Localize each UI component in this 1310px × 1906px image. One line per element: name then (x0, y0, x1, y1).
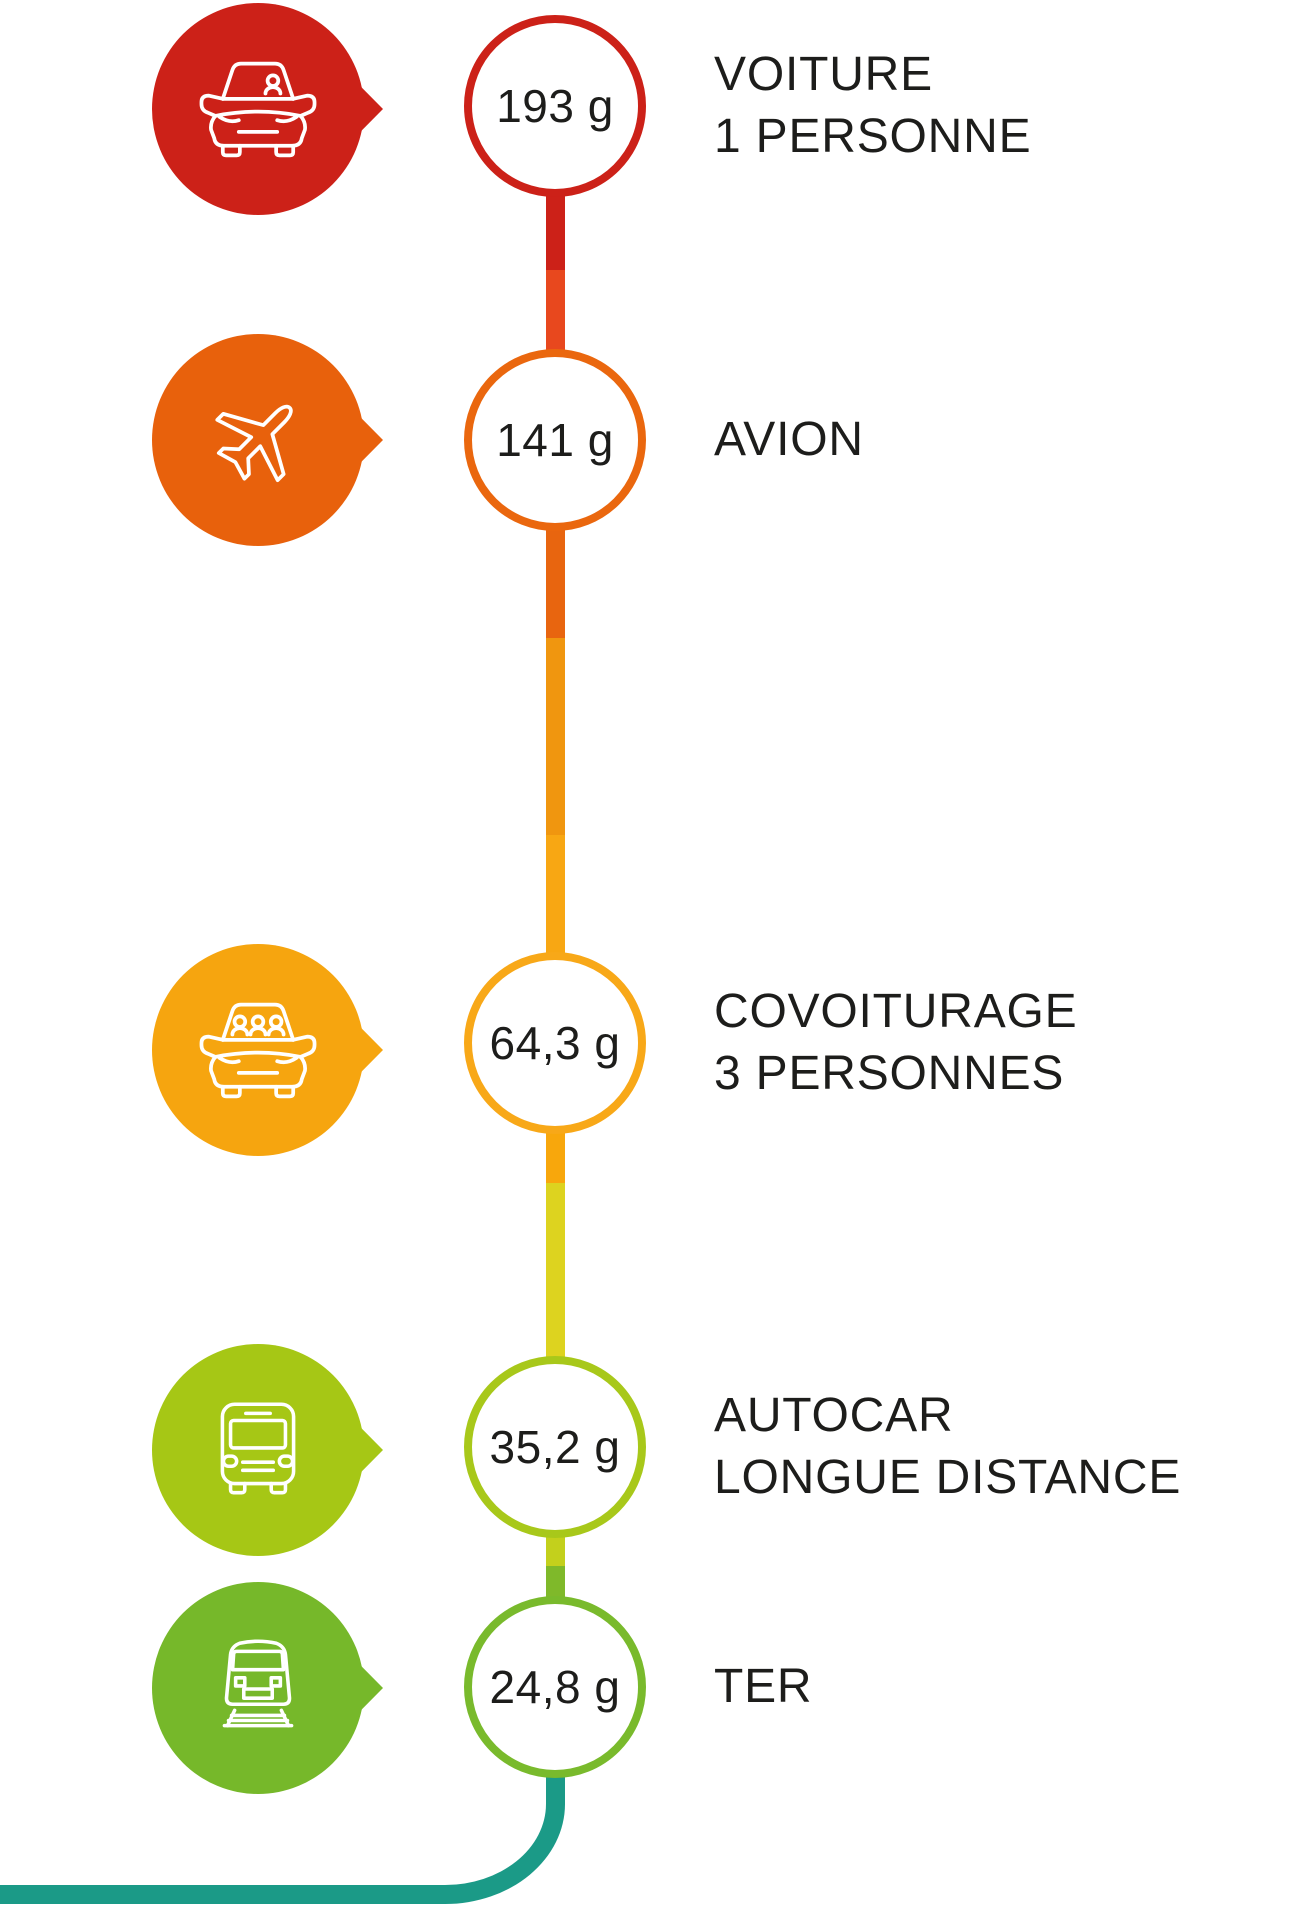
line-segment-red (546, 185, 565, 270)
transport-bubble-voiture (152, 3, 383, 215)
line-segment-green (546, 1566, 565, 1602)
bubble-pointer (356, 85, 383, 133)
line-segment-yellow (546, 1183, 565, 1361)
value-circle-ter: 24,8 g (464, 1596, 646, 1778)
value-circle-covoiturage: 64,3 g (464, 952, 646, 1134)
plane-icon (215, 404, 293, 483)
value-text: 24,8 g (489, 1661, 621, 1713)
value-text: 141 g (496, 414, 614, 466)
label-line: 1 PERSONNE (714, 110, 1032, 163)
bubble-pointer (356, 1426, 383, 1474)
line-segment-amber2 (546, 1128, 565, 1183)
transport-bubble-covoiturage (152, 944, 383, 1156)
line-segment-orange (546, 638, 565, 835)
bubble-pointer (356, 1664, 383, 1712)
train-icon (222, 1639, 294, 1728)
transport-label-covoiturage: COVOITURAGE 3 PERSONNES (714, 981, 1078, 1105)
value-text: 64,3 g (489, 1017, 621, 1069)
label-line: AUTOCAR (714, 1389, 954, 1442)
label-line: VOITURE (714, 48, 933, 101)
transport-bubble-avion (152, 334, 383, 546)
bubble-pointer (356, 1026, 383, 1074)
bubble-pointer (356, 416, 383, 464)
value-text: 35,2 g (489, 1421, 621, 1473)
line-segment-darkorange (546, 525, 565, 638)
line-curve-teal (0, 1772, 565, 1904)
line-segment-yellowgreen (546, 1532, 565, 1566)
transport-bubble-autocar (152, 1344, 383, 1556)
line-segment-amber (546, 835, 565, 957)
value-circle-avion: 141 g (464, 349, 646, 531)
value-circle-autocar: 35,2 g (464, 1356, 646, 1538)
label-line: LONGUE DISTANCE (714, 1451, 1182, 1504)
label-line: 3 PERSONNES (714, 1047, 1065, 1100)
bus-icon (220, 1402, 296, 1495)
label-line: TER (714, 1660, 813, 1713)
transport-label-autocar: AUTOCAR LONGUE DISTANCE (714, 1385, 1181, 1509)
transport-label-ter: TER (714, 1656, 812, 1718)
car-icon (199, 61, 317, 157)
line-segment-redorange (546, 270, 565, 355)
value-text: 193 g (496, 80, 614, 132)
transport-label-avion: AVION (714, 409, 864, 471)
label-line: AVION (714, 413, 864, 466)
carpool-car-icon (199, 1002, 317, 1098)
value-circle-voiture: 193 g (464, 15, 646, 197)
transport-label-voiture: VOITURE 1 PERSONNE (714, 44, 1031, 168)
label-line: COVOITURAGE (714, 985, 1078, 1038)
transport-bubble-ter (152, 1582, 383, 1794)
